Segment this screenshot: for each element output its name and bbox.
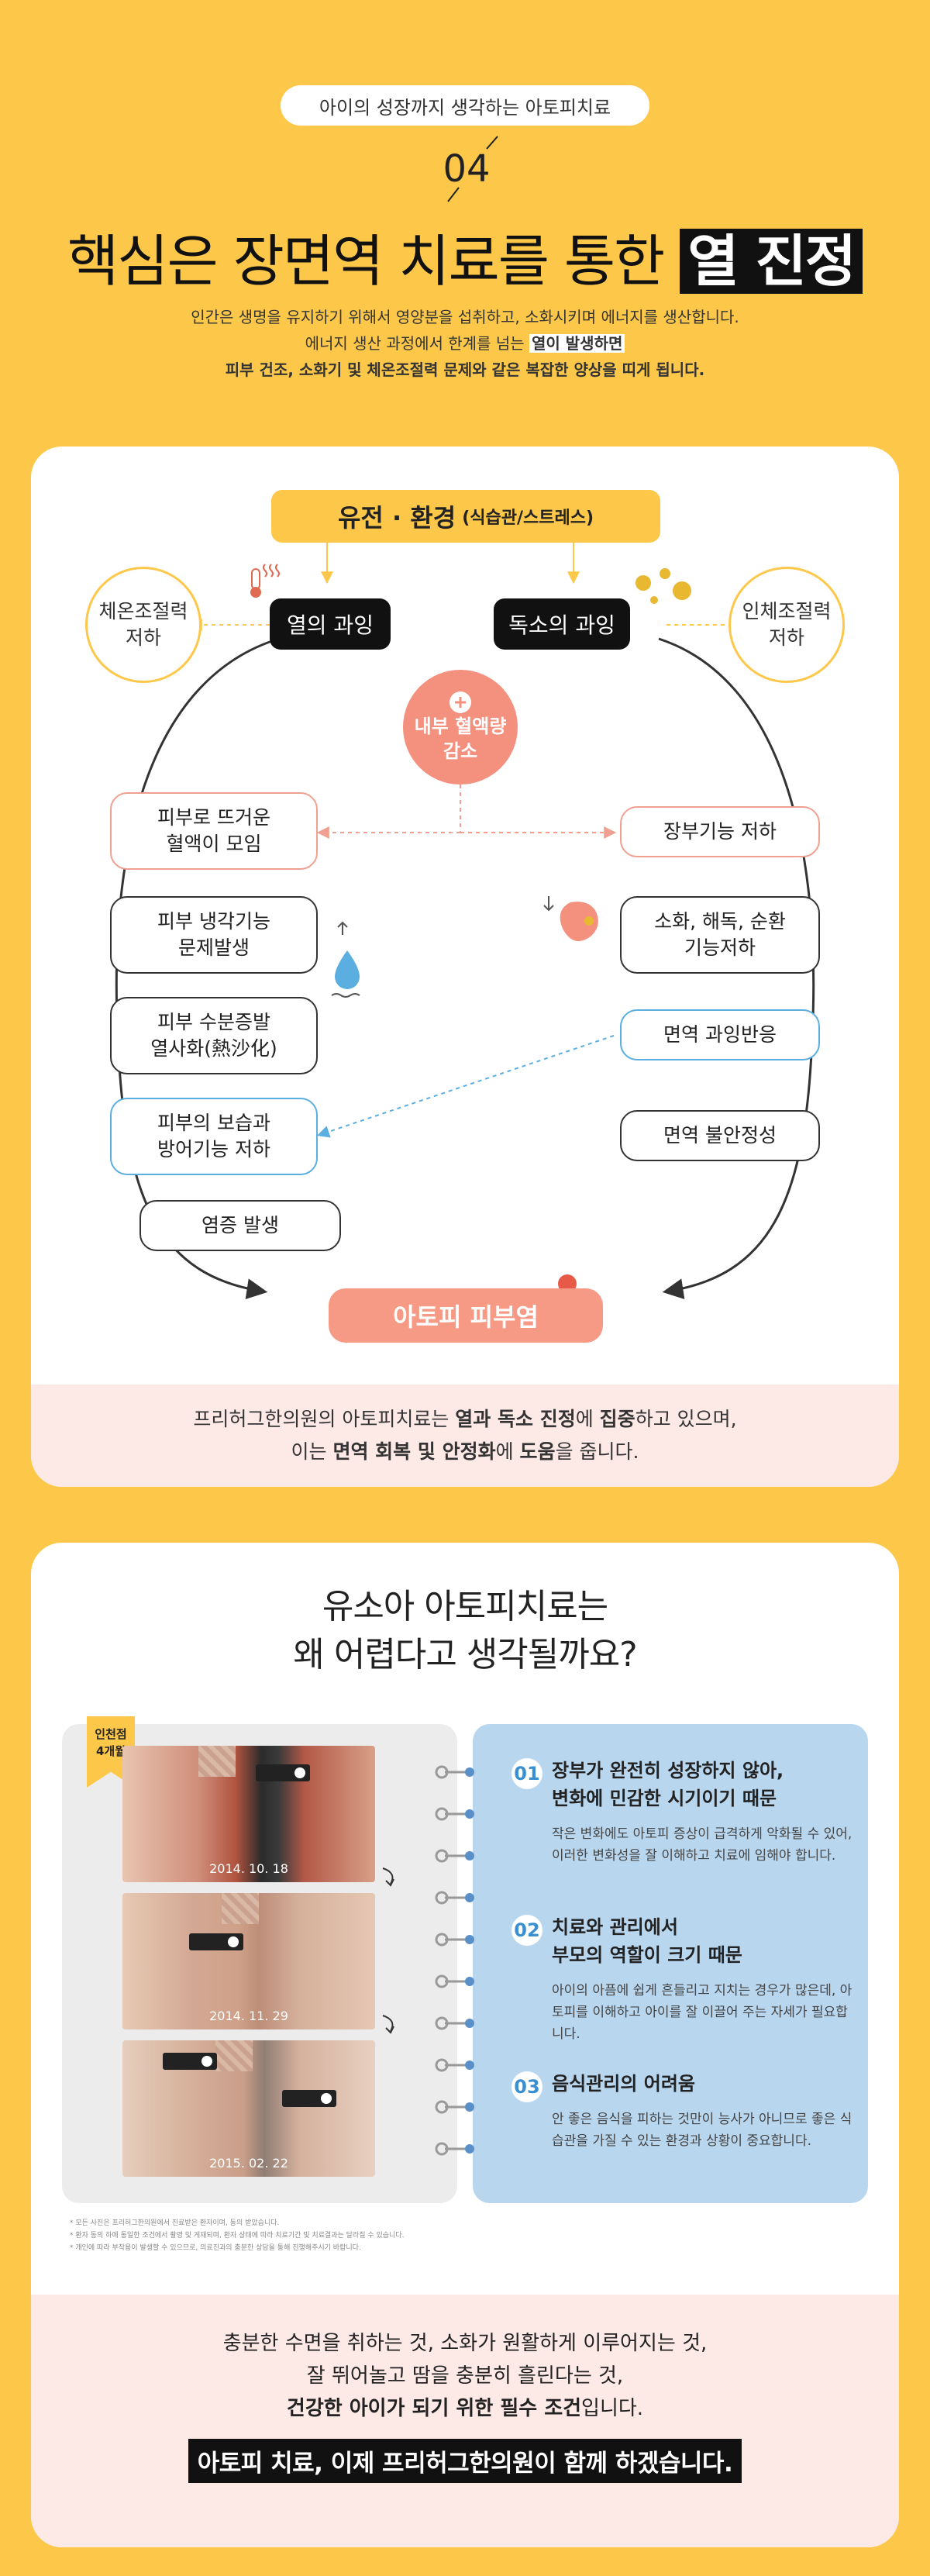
photo-date-1: 2014. 10. 18 bbox=[209, 1861, 288, 1876]
section-heading: 유소아 아토피치료는 왜 어렵다고 생각될까요? bbox=[293, 1587, 637, 1674]
closing-line-3: 건강한 아이가 되기 위한 필수 조건입니다. bbox=[286, 2397, 644, 2420]
closing-line-2: 잘 뛰어놀고 땀을 충분히 흘린다는 것, bbox=[306, 2364, 624, 2388]
binder-ring-icon bbox=[435, 1807, 474, 1821]
treatment-summary: 프리허그한의원의 아토피치료는 열과 독소 진정에 집중하고 있으며, 이는 면… bbox=[31, 1385, 899, 1487]
immune-instability-box: 면역 불안정성 bbox=[620, 1110, 820, 1161]
binder-ring-icon bbox=[435, 1974, 474, 1988]
virus-icon bbox=[636, 568, 691, 604]
reasons-panel bbox=[473, 1724, 868, 2203]
toxin-excess-label: 독소의 과잉 bbox=[494, 598, 630, 650]
blood-volume-circle: 내부 혈액량 감소 bbox=[403, 670, 518, 785]
curved-arrow-icon bbox=[382, 2015, 394, 2034]
immune-overreaction-box: 면역 과잉반응 bbox=[620, 1009, 820, 1060]
reason-number: 01 bbox=[512, 1758, 542, 1789]
binder-ring-icon bbox=[435, 1933, 474, 1947]
reason-number: 03 bbox=[512, 2071, 542, 2102]
closing-line-1: 충분한 수면을 취하는 것, 소화가 원활하게 이루어지는 것, bbox=[222, 2332, 708, 2355]
summary-line-1: 프리허그한의원의 아토피치료는 열과 독소 진정에 집중하고 있으며, bbox=[193, 1408, 737, 1430]
binder-ring-icon bbox=[435, 2142, 474, 2156]
reason-description: 아이의 아픔에 쉽게 흔들리고 지치는 경우가 많은데, 아토피를 이해하고 아… bbox=[552, 1983, 852, 2042]
heat-excess-label: 열의 과잉 bbox=[270, 598, 391, 650]
atopic-dermatitis-result: 아토피 피부염 bbox=[329, 1288, 603, 1343]
reason-description: 작은 변화에도 아토피 증상이 급격하게 악화될 수 있어, 이러한 변화성을 … bbox=[552, 1826, 852, 1864]
page-title: 핵심은 장면역 치료를 통한 열 진정 bbox=[0, 216, 930, 297]
reason-number: 02 bbox=[512, 1915, 542, 1946]
reason-item-3: 03 음식관리의 어려움 안 좋은 음식을 피하는 것만이 능사가 아니므로 좋… bbox=[512, 2070, 852, 2152]
progress-photo-3: 2015. 02. 22 bbox=[122, 2040, 375, 2177]
water-drop-icon bbox=[331, 921, 360, 998]
section-tag: 아이의 성장까지 생각하는 아토피치료 bbox=[281, 85, 649, 126]
reason-description: 안 좋은 음식을 피하는 것만이 능사가 아니므로 좋은 식습관을 가질 수 있… bbox=[552, 2112, 852, 2149]
photo-disclaimer: * 모든 사진은 프리허그한의원에서 진료받은 환자이며, 동의 받았습니다. … bbox=[70, 2219, 405, 2252]
closing-banner: 아토피 치료, 이제 프리허그한의원이 함께 하겠습니다. bbox=[188, 2439, 742, 2483]
slash-decoration-icon bbox=[447, 136, 498, 202]
stomach-icon bbox=[543, 896, 598, 942]
photo-date-2: 2014. 11. 29 bbox=[209, 2009, 288, 2023]
progress-photo-1: 2014. 10. 18 bbox=[122, 1746, 375, 1882]
organ-function-box: 장부기능 저하 bbox=[620, 806, 820, 857]
thermometer-icon bbox=[250, 564, 280, 598]
binder-ring-icon bbox=[435, 1849, 474, 1863]
plus-icon bbox=[450, 691, 471, 713]
binder-ring-icon bbox=[435, 2100, 474, 2114]
binder-ring-icon bbox=[435, 1891, 474, 1905]
reason-item-1: 01 장부가 완전히 성장하지 않아,변화에 민감한 시기이기 때문 작은 변화… bbox=[512, 1757, 852, 1867]
title-highlight: 열 진정 bbox=[680, 229, 863, 294]
intro-text: 인간은 생명을 유지하기 위해서 영양분을 섭취하고, 소화시키며 에너지를 생… bbox=[0, 304, 930, 383]
intro-mark: 열이 발생하면 bbox=[529, 334, 625, 353]
binder-ring-icon bbox=[435, 1765, 474, 1779]
curved-arrow-icon bbox=[382, 1867, 394, 1887]
cause-box: 유전 · 환경(식습관/스트레스) bbox=[271, 490, 660, 543]
title-main: 핵심은 장면역 치료를 통한 bbox=[67, 229, 680, 294]
intro-line-1: 인간은 생명을 유지하기 위해서 영양분을 섭취하고, 소화시키며 에너지를 생… bbox=[191, 308, 739, 326]
intro-line-2: 에너지 생산 과정에서 한계를 넘는 열이 발생하면 bbox=[0, 330, 930, 357]
binder-ring-icon bbox=[435, 2016, 474, 2030]
section-number: 04 bbox=[443, 147, 491, 191]
intro-line-3: 피부 건조, 소화기 및 체온조절력 문제와 같은 복잡한 양상을 띠게 됩니다… bbox=[225, 360, 705, 379]
summary-line-2: 이는 면역 회복 및 안정화에 도움을 줍니다. bbox=[291, 1440, 639, 1463]
binder-ring-icon bbox=[435, 2058, 474, 2072]
closing-section: 충분한 수면을 취하는 것, 소화가 원활하게 이루어지는 것, 잘 뛰어놀고 … bbox=[31, 2295, 899, 2547]
photo-date-3: 2015. 02. 22 bbox=[209, 2156, 288, 2171]
progress-photo-2: 2014. 11. 29 bbox=[122, 1893, 375, 2029]
inflammation-box: 염증 발생 bbox=[140, 1200, 341, 1251]
reason-title: 음식관리의 어려움 bbox=[552, 2073, 695, 2095]
reason-title: 장부가 완전히 성장하지 않아,변화에 민감한 시기이기 때문 bbox=[552, 1760, 784, 1809]
